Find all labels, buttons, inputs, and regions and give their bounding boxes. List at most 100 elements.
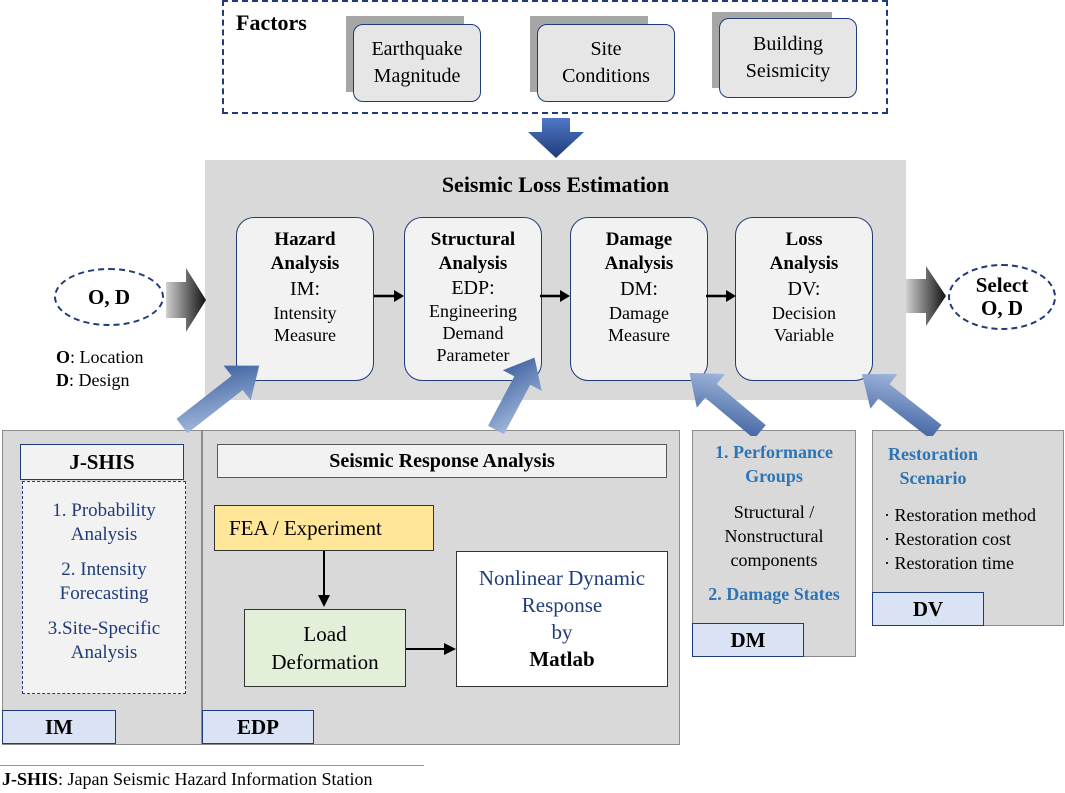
jshis-list-box xyxy=(22,481,186,694)
restoration-list: · Restoration method · Restoration cost … xyxy=(884,503,1036,575)
performance-groups-title: 1. Performance Groups xyxy=(692,440,856,488)
factors-title: Factors xyxy=(236,10,307,35)
stage-desc: Damage xyxy=(609,303,669,323)
output-select-od-ellipse: Select O, D xyxy=(948,264,1056,330)
factor-line: Magnitude xyxy=(373,65,461,87)
od-legend: O: Location D: Design xyxy=(56,346,144,392)
jshis-item: 1. Probability xyxy=(52,500,156,521)
stage-desc: Parameter xyxy=(436,345,510,365)
stage-title: Structural xyxy=(430,229,516,250)
gray-right-arrow-icon xyxy=(166,268,206,332)
seismic-loss-estimation-title: Seismic Loss Estimation xyxy=(441,172,670,197)
blue-up-arrow-icon xyxy=(488,357,542,435)
dv-title-line: Restoration xyxy=(888,444,978,464)
nonlinear-dynamic-response-box: Nonlinear Dynamic Response by Matlab xyxy=(456,551,668,687)
stage-title: Hazard xyxy=(274,229,336,250)
dm-panel xyxy=(692,430,856,657)
jshis-item: Analysis xyxy=(70,642,138,663)
restoration-item: · Restoration time xyxy=(884,553,1014,573)
fea-experiment-box: FEA / Experiment xyxy=(214,505,434,551)
factor-earthquake-magnitude: Earthquake Magnitude xyxy=(353,24,481,102)
right-arrow-icon xyxy=(374,290,404,302)
factor-building-seismicity: Building Seismicity xyxy=(719,18,857,98)
stage-abbr: DV: xyxy=(787,278,821,300)
dv-tag: DV xyxy=(872,592,984,626)
dm-line: Groups xyxy=(745,466,803,486)
stage-title: Analysis xyxy=(604,253,674,274)
right-arrow-icon xyxy=(706,290,736,302)
stage-abbr: IM: xyxy=(290,278,320,300)
blue-up-left-arrow-icon xyxy=(689,372,766,436)
load-deformation-box: Load Deformation xyxy=(244,609,406,687)
output-od-line: O, D xyxy=(981,296,1023,320)
stage-abbr: DM: xyxy=(620,278,658,300)
input-od-label: O, D xyxy=(88,284,130,309)
stage-structural-analysis: Structural Analysis EDP: Engineering Dem… xyxy=(404,217,542,381)
right-arrow-icon xyxy=(540,290,570,302)
right-arrow-icon xyxy=(406,643,456,655)
stage-desc: Engineering xyxy=(429,301,517,321)
stage-title: Analysis xyxy=(270,253,340,274)
stage-desc: Measure xyxy=(608,325,670,345)
dm-line: 1. Performance xyxy=(715,442,833,462)
stage-loss-analysis: Loss Analysis DV: Decision Variable xyxy=(735,217,873,381)
jshis-item: Analysis xyxy=(70,524,138,545)
factor-site-conditions: Site Conditions xyxy=(537,24,675,102)
input-od-ellipse: O, D xyxy=(54,268,164,326)
legend-text: : Design xyxy=(69,370,130,390)
down-arrow-icon xyxy=(318,551,330,607)
legend-text: : Location xyxy=(70,347,144,367)
restoration-scenario-title: Restoration Scenario xyxy=(888,442,978,490)
nonlin-line: Nonlinear Dynamic xyxy=(478,566,646,590)
blue-up-right-arrow-icon xyxy=(176,365,260,434)
stage-desc: Variable xyxy=(774,325,834,345)
factor-line: Conditions xyxy=(562,65,650,87)
im-tag: IM xyxy=(2,710,116,744)
restoration-item: · Restoration cost xyxy=(884,529,1011,549)
restoration-item: · Restoration method xyxy=(884,505,1036,525)
footer-text: : Japan Seismic Hazard Information Stati… xyxy=(58,769,373,789)
damage-states-label: 2. Damage States xyxy=(708,584,840,604)
factor-line: Site xyxy=(590,38,622,60)
seismic-response-analysis-title: Seismic Response Analysis xyxy=(217,444,667,478)
dm-line: Nonstructural xyxy=(724,526,824,546)
jshis-item: 2. Intensity xyxy=(61,559,147,580)
blue-up-left-arrow-icon xyxy=(861,374,942,436)
stage-abbr: EDP: xyxy=(451,277,495,299)
factor-line: Earthquake xyxy=(371,38,463,60)
jshis-title: J-SHIS xyxy=(20,444,184,480)
stage-damage-analysis: Damage Analysis DM: Damage Measure xyxy=(570,217,708,381)
stage-desc: Decision xyxy=(772,303,836,323)
load-line: Deformation xyxy=(271,650,379,674)
legend-key: O xyxy=(56,347,71,367)
stage-desc: Demand xyxy=(442,323,504,343)
stage-title: Loss xyxy=(785,229,823,250)
dm-line: components xyxy=(730,550,818,570)
down-arrow-icon xyxy=(528,118,584,158)
nonlin-line: by xyxy=(551,620,573,644)
stage-title: Analysis xyxy=(769,253,839,274)
factor-line: Seismicity xyxy=(745,60,831,82)
factor-line: Building xyxy=(752,33,823,55)
stage-title: Analysis xyxy=(438,253,508,274)
jshis-item: 3.Site-Specific xyxy=(47,618,161,639)
stage-desc: Measure xyxy=(274,325,336,345)
stage-hazard-analysis: Hazard Analysis IM: Intensity Measure xyxy=(236,217,374,381)
footer-divider xyxy=(0,765,424,766)
footer-key: J-SHIS xyxy=(2,769,59,789)
jshis-list: 1. Probability Analysis 2. Intensity For… xyxy=(22,499,186,665)
load-line: Load xyxy=(303,622,347,646)
nonlin-line: Matlab xyxy=(529,647,595,671)
edp-tag: EDP xyxy=(202,710,314,744)
stage-desc: Intensity xyxy=(273,303,337,323)
dm-line: Structural / xyxy=(733,502,815,522)
gray-right-arrow-icon xyxy=(906,266,946,326)
legend-key: D xyxy=(56,370,69,390)
dv-title-line: Scenario xyxy=(899,468,967,488)
dm-components-text: Structural / Nonstructural components xyxy=(692,500,856,572)
jshis-item: Forecasting xyxy=(59,583,149,604)
footer-note: J-SHIS: Japan Seismic Hazard Information… xyxy=(2,769,372,790)
nonlin-line: Response xyxy=(521,593,603,617)
dm-tag: DM xyxy=(692,623,804,657)
stage-title: Damage xyxy=(605,229,673,250)
